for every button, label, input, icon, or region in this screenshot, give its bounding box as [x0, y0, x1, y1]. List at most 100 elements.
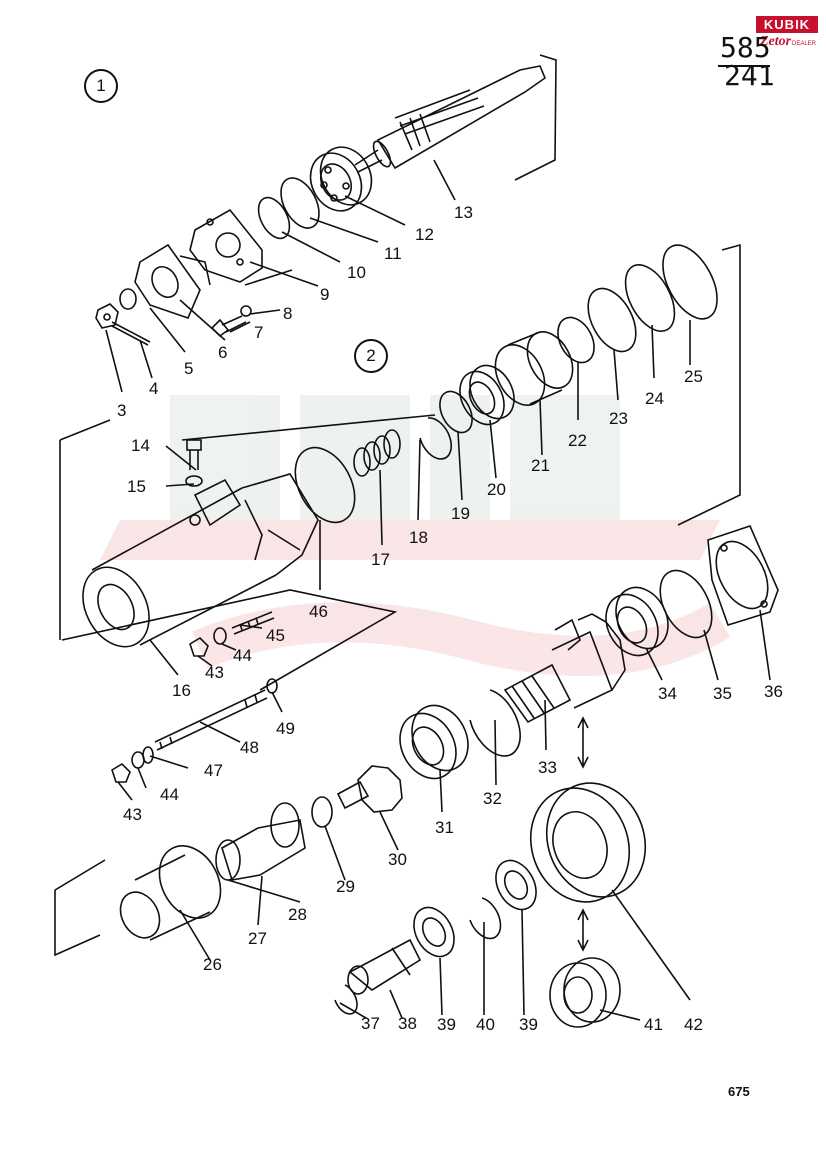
part-21-sleeve [494, 331, 574, 406]
page-number-bottom: 241 [724, 59, 775, 92]
part-label: 8 [283, 304, 293, 323]
part-label: 29 [336, 877, 355, 896]
part-5-washer [119, 288, 137, 310]
part-24-ring [624, 264, 676, 332]
part-43-nut-lower [111, 762, 131, 783]
part-label: 48 [240, 738, 259, 757]
part-label: 41 [644, 1015, 663, 1034]
part-label: 11 [384, 244, 402, 263]
part-label: 4 [149, 379, 159, 398]
part-26-hub [54, 845, 222, 957]
part-label: 3 [117, 401, 127, 420]
part-label: 39 [437, 1015, 456, 1034]
part-44-washer-lower [131, 751, 145, 769]
group-marker-2: 2 [354, 339, 388, 373]
part-19-ring [439, 390, 473, 434]
logo-sub: DEALER [792, 41, 817, 47]
page-number-top: 585 [720, 31, 771, 64]
part-label: 35 [713, 684, 732, 703]
part-8-nut [240, 305, 252, 317]
part-37-circlip [334, 984, 358, 1015]
part-label: 20 [487, 480, 506, 499]
brand-logo: KUBIK Zetor DEALER [756, 16, 818, 50]
part-label: 36 [764, 682, 783, 701]
logo-top: KUBIK [756, 16, 818, 33]
part-label: 43 [123, 805, 142, 824]
part-14-bolt [186, 439, 202, 470]
part-label: 40 [476, 1015, 495, 1034]
part-label: 39 [519, 1015, 538, 1034]
part-22-ring [557, 316, 595, 364]
part-label: 19 [451, 504, 470, 523]
part-label: 6 [218, 343, 228, 362]
part-label: 30 [388, 850, 407, 869]
part-9-flange [189, 208, 263, 283]
part-label: 47 [204, 761, 223, 780]
part-43-nut [189, 636, 209, 657]
part-label: 16 [172, 681, 191, 700]
part-label: 37 [361, 1014, 380, 1033]
part-label: 24 [645, 389, 664, 408]
part-34-bearing [605, 586, 669, 657]
part-label: 34 [658, 684, 677, 703]
part-label: 46 [309, 602, 328, 621]
part-33-gear-shaft [503, 613, 626, 724]
arrow-lower [577, 908, 589, 952]
part-40-circlip [469, 897, 502, 940]
part-label: 27 [248, 929, 267, 948]
part-label: 5 [184, 359, 194, 378]
part-label: 43 [205, 663, 224, 682]
page-code: 675 [728, 1084, 750, 1099]
part-label: 28 [288, 905, 307, 924]
part-label: 25 [684, 367, 703, 386]
part-label: 18 [409, 528, 428, 547]
part-12-bearing [309, 146, 373, 212]
arrow-upper [577, 716, 589, 769]
watermark [100, 395, 731, 676]
part-label: 23 [609, 409, 628, 428]
part-35-ring [659, 569, 713, 639]
part-16-housing [82, 473, 319, 648]
part-label: 7 [254, 323, 264, 342]
part-38-shaft [347, 938, 422, 995]
part-label: 44 [160, 785, 179, 804]
part-11-ring [280, 177, 320, 229]
part-label: 10 [347, 263, 366, 282]
part-label: 44 [233, 646, 252, 665]
part-48-stud [154, 689, 268, 751]
part-30-gear [336, 765, 403, 813]
part-6-coupling-flange [134, 243, 211, 319]
part-31-bearing [399, 704, 469, 780]
part-label: 42 [684, 1015, 703, 1034]
part-28-ring [215, 839, 241, 881]
part-42-gear [529, 782, 647, 903]
part-label: 14 [131, 436, 150, 455]
group-marker-1: 1 [84, 69, 118, 103]
part-29-seal [311, 796, 333, 828]
part-3-nut [95, 303, 119, 329]
part-label: 26 [203, 955, 222, 974]
page-number-divider [718, 65, 770, 67]
part-label: 9 [320, 285, 330, 304]
part-36-cover [707, 525, 779, 626]
part-41-gear [549, 957, 621, 1028]
part-46-o-ring [294, 446, 356, 524]
part-27-shaft [221, 802, 306, 881]
logo-bottom: Zetor [760, 34, 792, 49]
part-44-washer [213, 627, 227, 645]
part-label: 21 [531, 456, 550, 475]
part-label: 12 [415, 225, 434, 244]
part-20-bearing [459, 364, 515, 426]
part-23-ring [587, 287, 637, 353]
part-label: 32 [483, 789, 502, 808]
part-32-circlip [469, 689, 521, 757]
part-label: 15 [127, 477, 146, 496]
part-17-spring [353, 429, 401, 477]
part-label: 17 [371, 550, 390, 569]
part-label: 13 [454, 203, 473, 222]
part-label: 31 [435, 818, 454, 837]
part-25-ring [662, 244, 718, 320]
part-label: 49 [276, 719, 295, 738]
part-4-split-pin [111, 321, 151, 346]
